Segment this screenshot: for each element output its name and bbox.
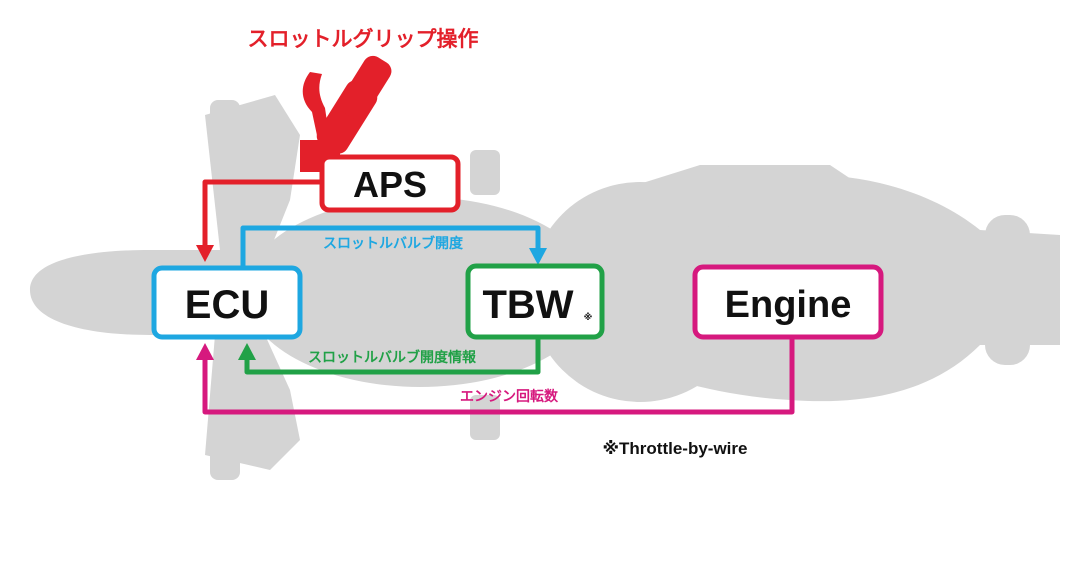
node-ecu: ECU	[151, 265, 303, 340]
arrowhead-ecu-magenta	[196, 343, 214, 360]
node-engine-label: Engine	[725, 284, 852, 326]
edge-tbw-to-ecu	[244, 338, 541, 375]
node-tbw: TBW ※	[465, 263, 605, 340]
node-engine: Engine	[692, 264, 884, 340]
edge-aps-to-ecu	[202, 179, 322, 248]
node-tbw-label: TBW	[482, 283, 573, 327]
edge-ecu-to-tbw	[240, 225, 541, 268]
node-aps: APS	[319, 154, 461, 213]
arrowhead-ecu-green	[238, 343, 256, 360]
arrowhead-ecu-red	[196, 245, 214, 262]
arrowhead-tbw-blue	[529, 248, 547, 265]
footnote-throttle-by-wire: ※Throttle-by-wire	[603, 439, 748, 458]
node-tbw-mark: ※	[584, 312, 593, 323]
node-ecu-label: ECU	[185, 283, 269, 327]
edge-engine-to-ecu	[202, 338, 795, 415]
title-throttle-grip-operation: スロットルグリップ操作	[248, 27, 479, 51]
throttle-grip-icon	[300, 55, 392, 172]
node-aps-label: APS	[353, 164, 427, 205]
edge-label-valve-opening: スロットルバルブ開度	[323, 235, 464, 252]
edge-label-valve-info: スロットルバルブ開度情報	[308, 349, 477, 366]
edge-label-engine-rpm: エンジン回転数	[460, 388, 559, 405]
